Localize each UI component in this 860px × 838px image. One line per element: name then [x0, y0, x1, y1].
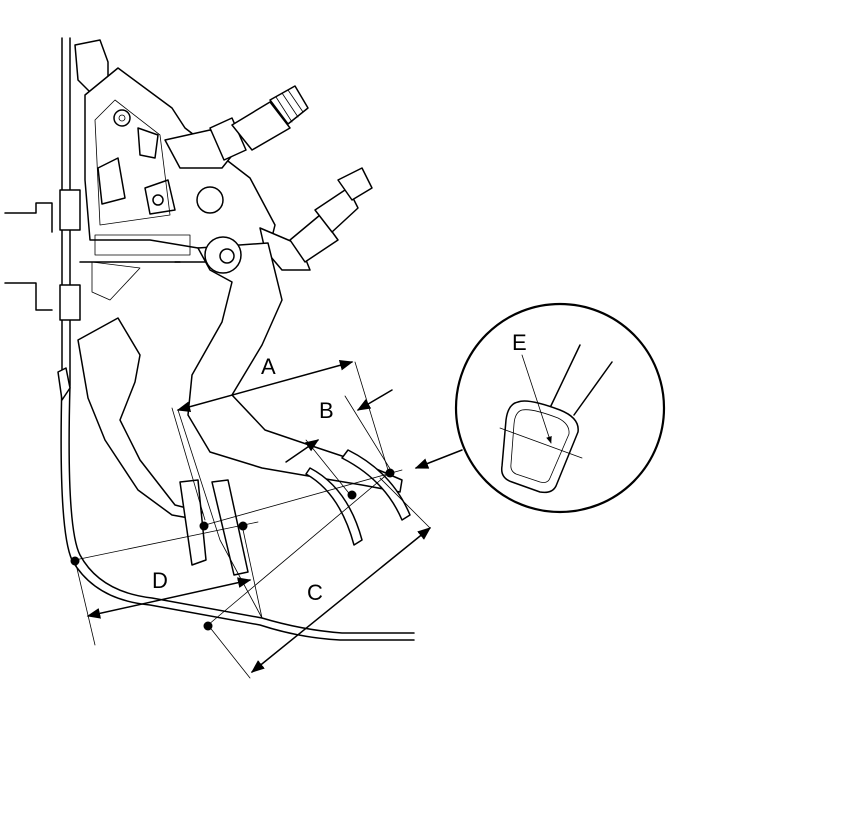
label-d: D	[152, 568, 168, 593]
arrow-c	[250, 527, 432, 673]
arrow-b-left	[285, 439, 320, 463]
arrow-a	[176, 360, 354, 412]
measurement-points	[70, 468, 395, 631]
dimension-arrows	[86, 360, 463, 673]
point-floor-b	[203, 621, 213, 631]
point-left-pedal-a	[199, 521, 209, 531]
label-e: E	[512, 330, 527, 355]
point-left-pedal-b	[238, 521, 248, 531]
upper-switch	[164, 85, 309, 169]
arrow-to-detail	[414, 449, 463, 469]
label-a: A	[261, 354, 276, 379]
label-c: C	[307, 580, 323, 605]
dimension-lines	[74, 361, 431, 679]
arrow-d	[86, 577, 252, 619]
arrow-e	[521, 354, 552, 444]
detail-view	[454, 302, 666, 514]
point-floor-a	[70, 556, 80, 566]
arrow-b-right	[356, 389, 393, 411]
brake-pedal	[174, 236, 411, 546]
point-brake-pedal-a	[347, 490, 357, 500]
point-brake-pedal-b	[385, 468, 395, 478]
label-b: B	[319, 398, 334, 423]
lower-switch	[259, 167, 373, 271]
